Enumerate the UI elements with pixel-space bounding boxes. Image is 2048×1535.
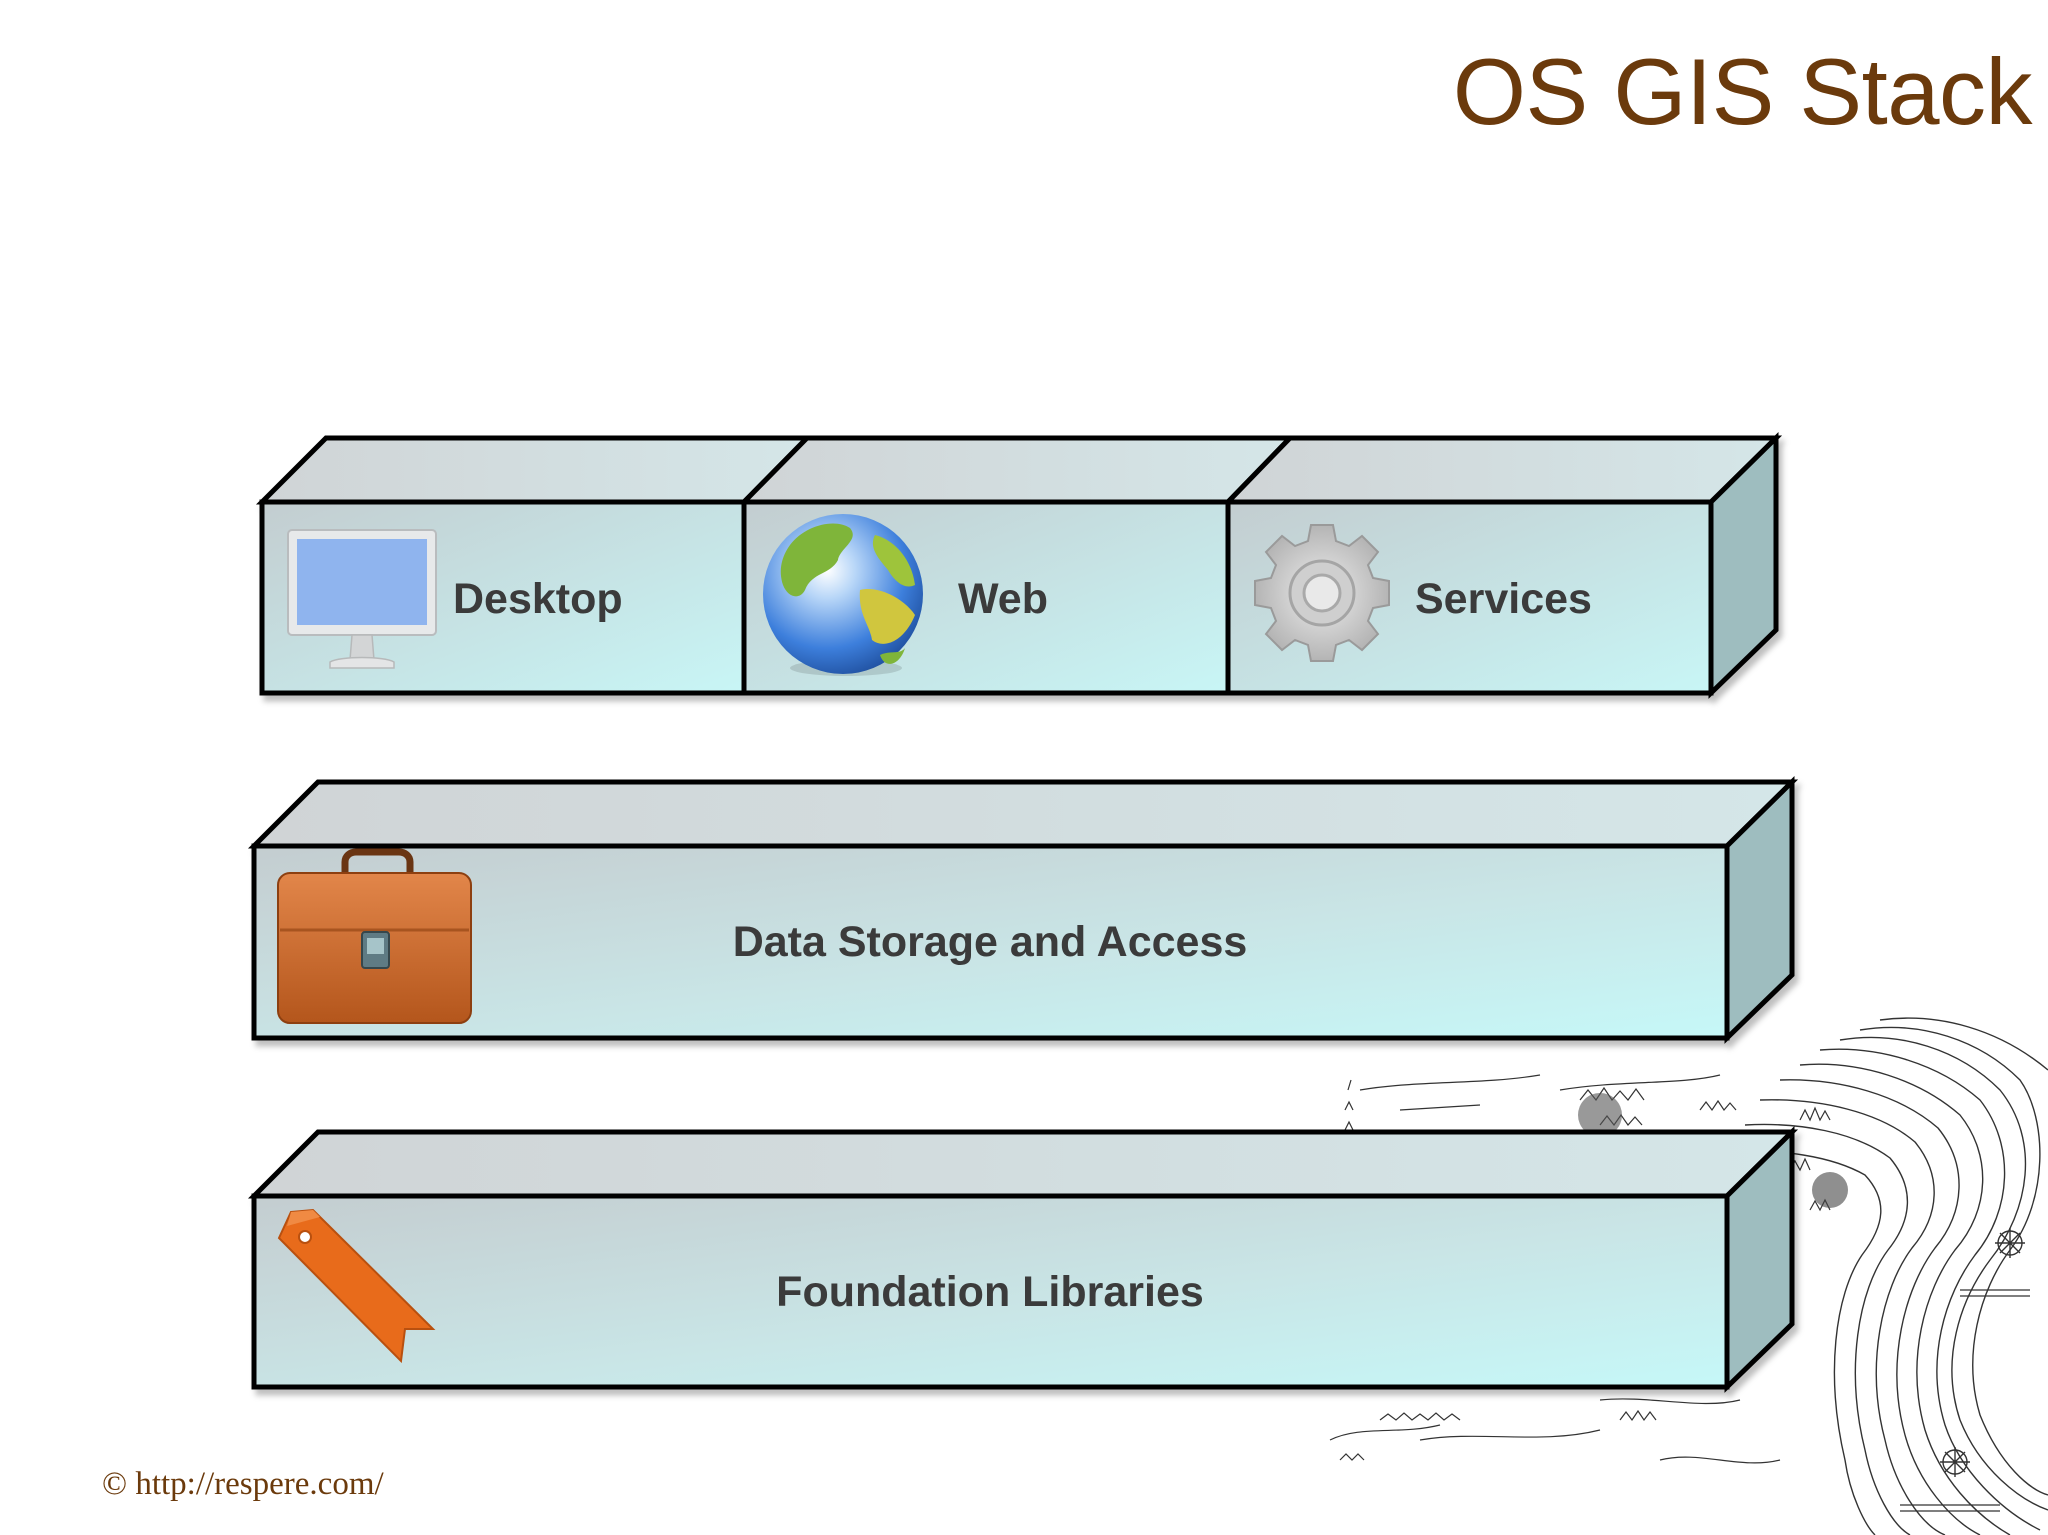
bookmark-icon <box>277 1208 436 1364</box>
top-layer-row <box>255 432 1783 699</box>
gear-icon <box>1254 524 1390 662</box>
data-storage-layer: Data Storage and Access <box>247 776 1799 1044</box>
data-storage-label: Data Storage and Access <box>733 918 1248 966</box>
foundation-libraries-layer: Foundation Libraries <box>247 1126 1799 1393</box>
web-label: Web <box>958 575 1048 623</box>
desktop-label: Desktop <box>453 575 623 623</box>
briefcase-icon <box>277 848 472 1024</box>
footer-copyright: © http://respere.com/ <box>102 1466 384 1502</box>
web-cell: Web <box>763 514 1048 676</box>
monitor-icon <box>287 529 437 669</box>
services-label: Services <box>1415 575 1592 623</box>
foundation-libraries-label: Foundation Libraries <box>776 1268 1204 1316</box>
services-cell: Services <box>1254 524 1592 662</box>
desktop-cell: Desktop <box>287 529 623 669</box>
globe-icon <box>763 514 923 676</box>
slide-title: OS GIS Stack <box>1452 39 2033 144</box>
